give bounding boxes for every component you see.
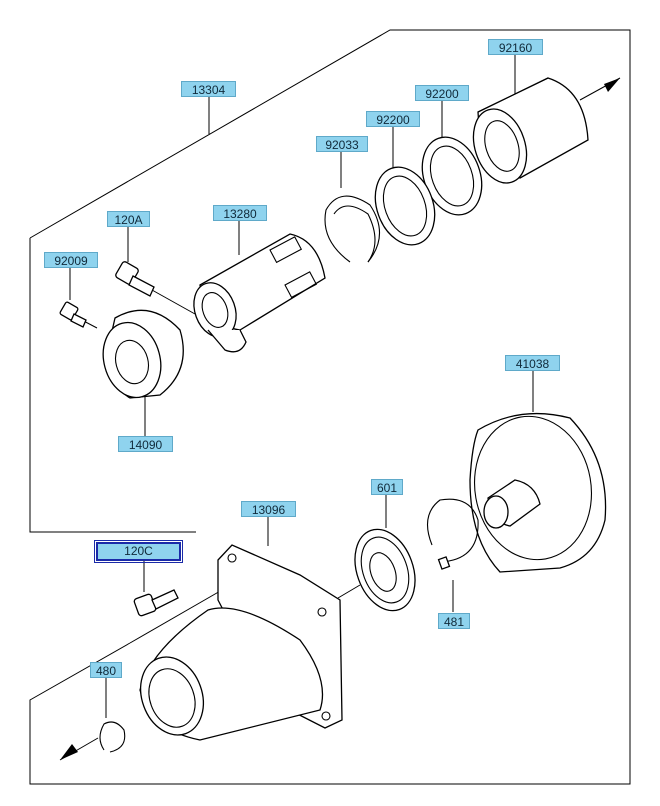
part-92160-drawing <box>472 77 589 184</box>
part-481-snapring <box>426 498 479 570</box>
arrow-head-left <box>60 744 78 760</box>
part-label-92200-right[interactable]: 92200 <box>415 85 469 101</box>
part-label-41038[interactable]: 41038 <box>505 355 560 371</box>
part-92033-circlip <box>324 195 381 263</box>
part-label-480[interactable]: 480 <box>90 662 122 678</box>
part-13096-drawing <box>139 544 343 741</box>
part-label-13304[interactable]: 13304 <box>181 81 236 97</box>
part-label-120C-selected[interactable]: 120C <box>94 540 183 563</box>
arrow-head-right <box>604 78 620 92</box>
part-13280-drawing <box>193 233 326 353</box>
part-label-120A[interactable]: 120A <box>107 211 150 227</box>
part-label-92033[interactable]: 92033 <box>316 136 368 152</box>
part-120A-bolt <box>115 261 155 297</box>
part-label-13280[interactable]: 13280 <box>213 205 267 221</box>
diagram-frame <box>29 29 631 785</box>
part-92200-washers <box>374 136 483 246</box>
part-label-92160[interactable]: 92160 <box>488 39 543 55</box>
part-92009-screw <box>59 301 87 328</box>
part-41038-drawing <box>469 412 607 573</box>
part-label-481[interactable]: 481 <box>438 613 470 629</box>
leader-lines <box>69 55 534 718</box>
part-label-92200-left[interactable]: 92200 <box>366 111 420 127</box>
part-label-13096[interactable]: 13096 <box>241 501 296 517</box>
part-601-bearing <box>354 528 416 612</box>
part-label-14090[interactable]: 14090 <box>118 436 173 452</box>
part-label-92009[interactable]: 92009 <box>44 252 98 268</box>
part-120C-bolt <box>133 589 179 617</box>
part-14090-drawing <box>102 309 184 399</box>
part-480-circlip <box>99 721 126 753</box>
part-label-601[interactable]: 601 <box>371 479 403 495</box>
